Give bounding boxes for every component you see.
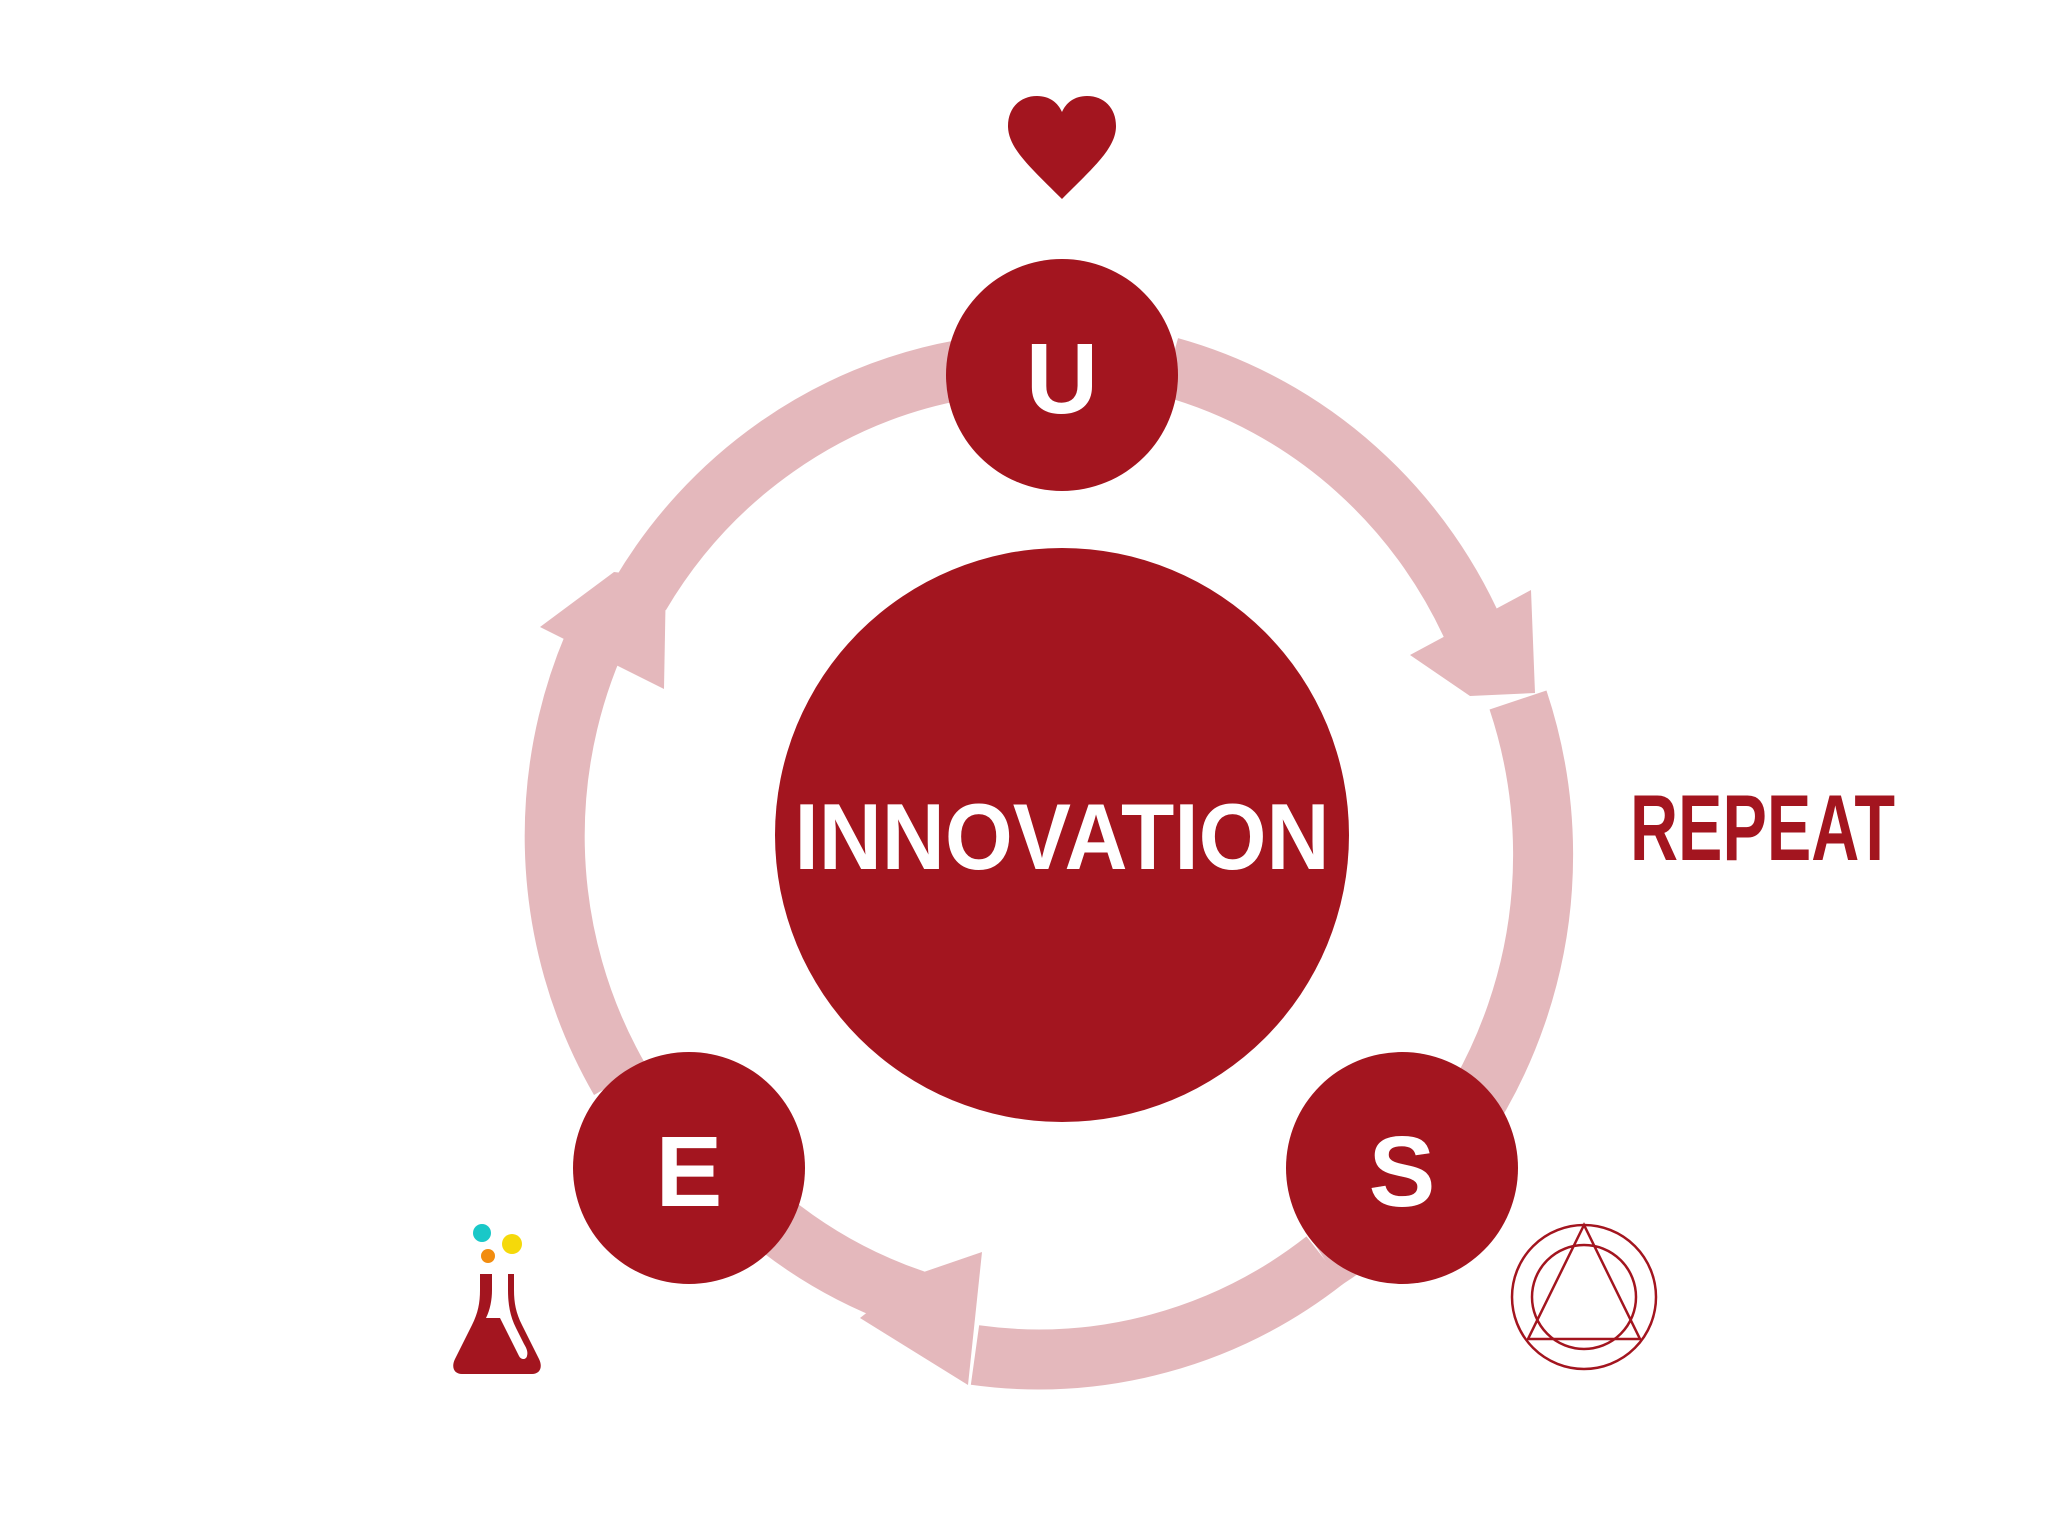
flask-icon: [453, 1224, 541, 1374]
node-s-circle: [1286, 1052, 1518, 1284]
heart-icon: [1008, 96, 1116, 199]
center-circle: [775, 548, 1349, 1122]
bubble-orange: [481, 1249, 495, 1263]
ring-arc-e-bottom: [751, 1196, 925, 1329]
node-s-label: S: [1369, 1116, 1436, 1228]
node-e-circle: [573, 1052, 805, 1284]
center-label: INNOVATION: [795, 784, 1330, 889]
arrowhead-right: [1410, 590, 1535, 696]
bubble-yellow: [502, 1234, 522, 1254]
arrowhead-left: [540, 572, 666, 689]
node-e: E: [573, 1052, 805, 1284]
repeat-label: REPEAT: [1630, 775, 1895, 880]
ring-arc-s-to-e-bottom: [970, 1236, 1344, 1390]
ring-arc-top-left: [614, 340, 966, 611]
arrowhead-bottom: [860, 1252, 982, 1385]
circle-triangle-icon: [1510, 1222, 1658, 1371]
cycle-arrowheads: [540, 572, 1535, 1385]
node-u: U: [946, 259, 1178, 491]
node-u-label: U: [1026, 323, 1098, 435]
node-u-circle: [946, 259, 1178, 491]
ring-arc-e-to-u: [524, 596, 647, 1096]
center-node: INNOVATION: [775, 548, 1349, 1122]
bubble-teal: [473, 1224, 491, 1242]
node-e-label: E: [656, 1116, 723, 1228]
node-s: S: [1286, 1052, 1518, 1284]
ring-arc-u-to-s: [1161, 338, 1508, 657]
flask-body: [453, 1274, 541, 1374]
